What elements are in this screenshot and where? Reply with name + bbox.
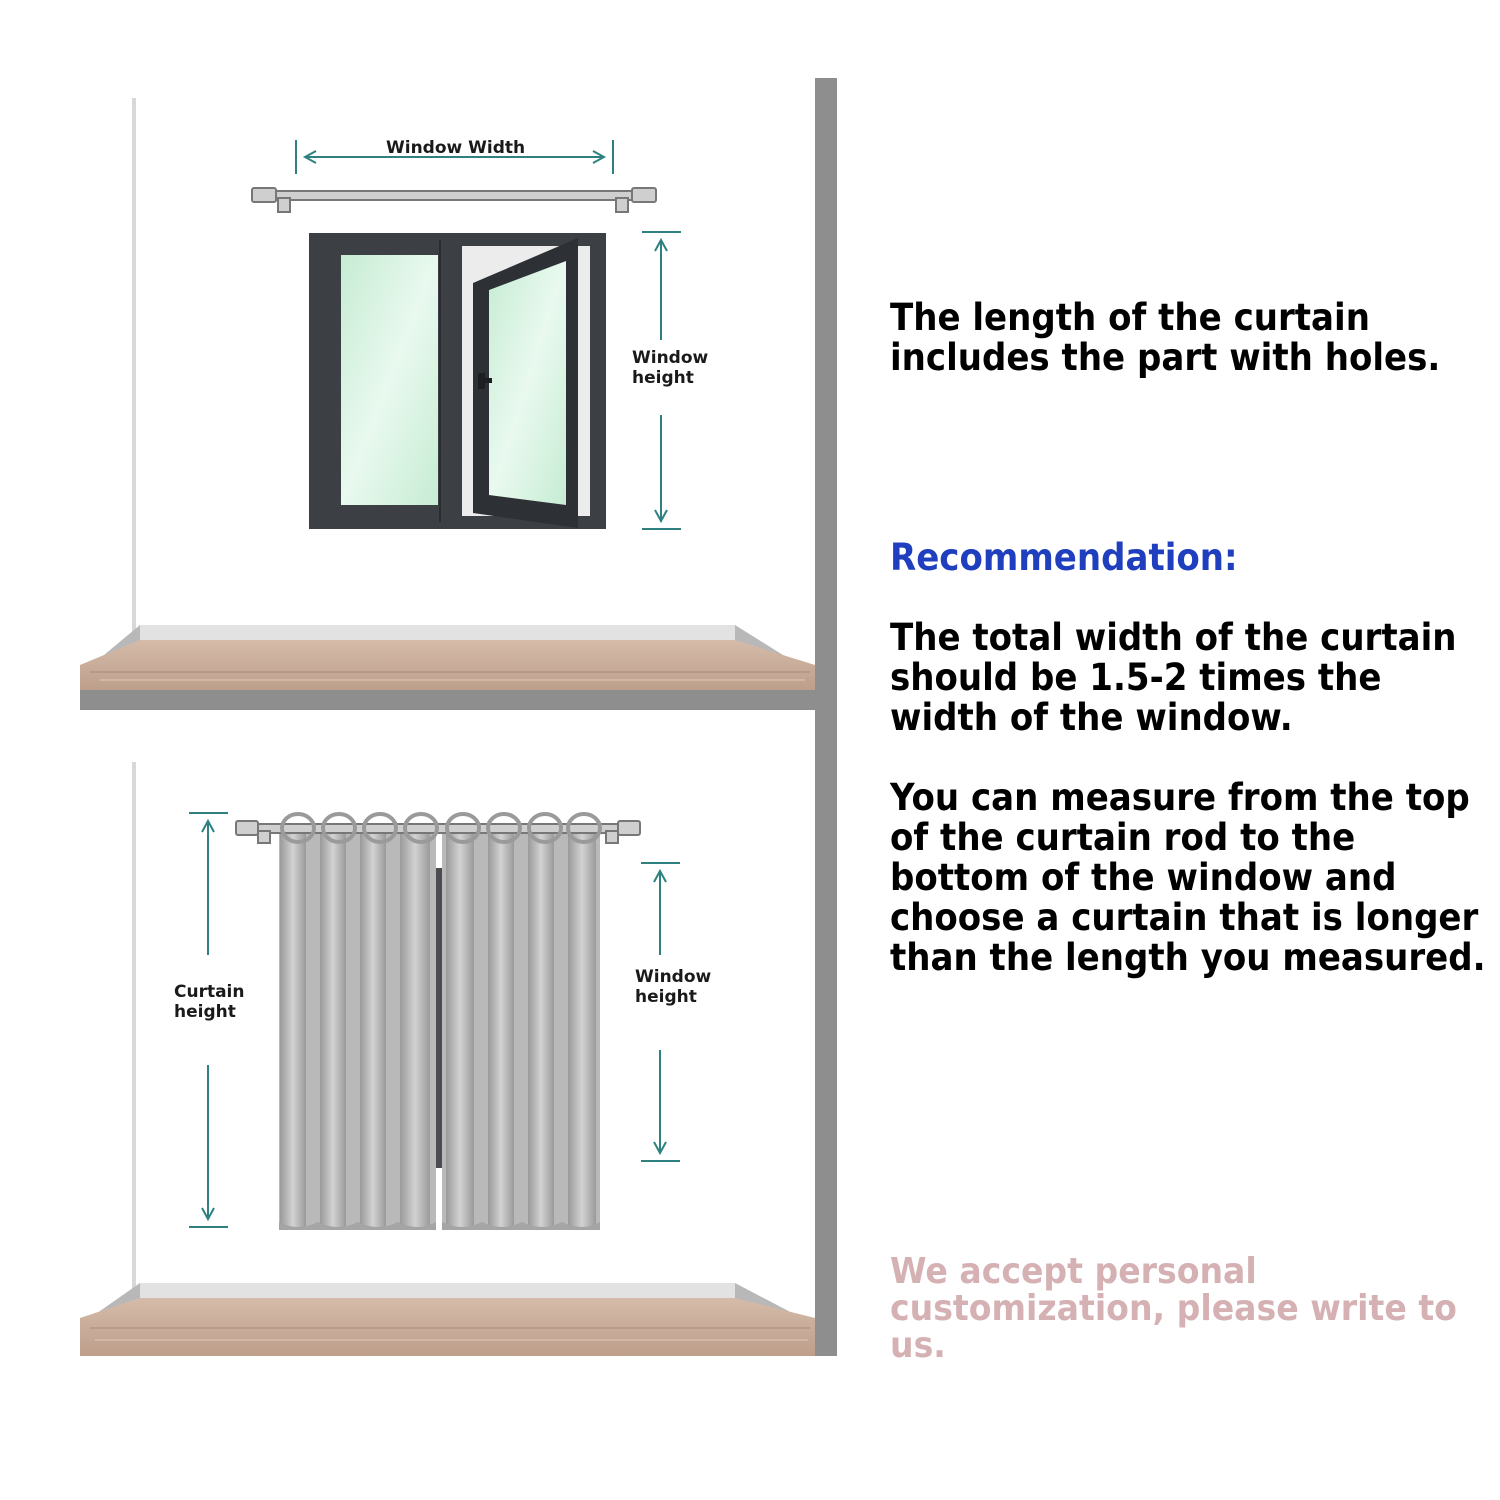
width-recommendation: The total width of the curtain should be… [890,618,1456,738]
top-window-height-dimension [642,231,681,530]
curtain-length-note-line: The length of the curtain [890,296,1370,339]
bottom-floor [80,1283,815,1356]
center-wall [815,78,837,1356]
curtain-height-dimension [189,812,228,1228]
bottom-window-height-label-line-2: height [635,987,697,1007]
width-recommendation-line: should be 1.5-2 times the [890,656,1382,699]
width-recommendation-line: The total width of the curtain [890,616,1457,659]
measure-recommendation-line: bottom of the window and [890,856,1397,899]
bottom-window-height-dimension [641,862,680,1162]
curtain-grommets [280,812,602,844]
bottom-window-height-label-line-1: Window [635,967,712,987]
left-curtain-panel [279,830,436,1230]
measure-recommendation-line: of the curtain rod to the [890,816,1356,859]
open-window-sash [473,238,578,528]
curtain-height-label-line-2: height [174,1002,236,1022]
measure-recommendation: You can measure from the top of the curt… [890,778,1486,978]
right-curtain-panel [442,830,600,1230]
left-wall-edge-top [132,98,136,638]
left-wall-edge-bottom [132,762,136,1292]
window-width-label: Window Width [386,138,525,158]
top-floor [80,625,837,710]
width-recommendation-line: width of the window. [890,696,1293,739]
top-window-height-label-line-1: Window [632,348,709,368]
customization-note-line: customization, please write to [890,1288,1457,1329]
recommendation-heading: Recommendation: [890,536,1238,579]
customization-note-line: us. [890,1325,946,1366]
measure-recommendation-line: choose a curtain that is longer [890,896,1479,939]
curtain-length-note: The length of the curtain includes the p… [890,298,1440,378]
measure-recommendation-line: You can measure from the top [890,776,1470,819]
customization-note: We accept personal customization, please… [890,1253,1457,1364]
customization-note-line: We accept personal [890,1251,1257,1292]
window-width-dimension [295,140,614,174]
curtain-length-note-line: includes the part with holes. [890,336,1441,379]
curtain-height-label-line-1: Curtain [174,982,245,1002]
measure-recommendation-line: than the length you measured. [890,936,1486,979]
top-curtain-rod [251,187,657,213]
top-window-height-label-line-2: height [632,368,694,388]
